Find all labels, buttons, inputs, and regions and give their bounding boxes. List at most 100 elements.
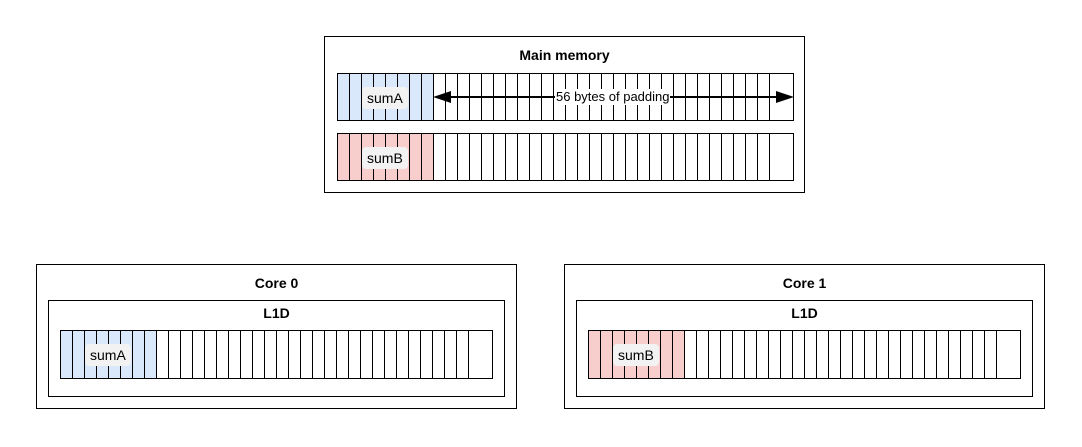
sumb-chip: sumB [362, 147, 408, 169]
padding-byte-cell [421, 331, 433, 378]
core-0-cache-line: sumA [60, 330, 493, 379]
padding-byte-cell [361, 331, 373, 378]
padding-byte-cell [626, 134, 638, 180]
core-1-title: Core 1 [782, 275, 827, 291]
padding-byte-cell [205, 331, 217, 378]
variable-byte-cell [673, 331, 685, 378]
variable-byte-cell [338, 134, 350, 180]
padding-byte-cell [770, 134, 782, 180]
padding-byte-cell [901, 331, 913, 378]
padding-byte-cell [769, 331, 781, 378]
padding-byte-cell [265, 331, 277, 378]
padding-byte-cell [650, 134, 662, 180]
padding-byte-cell [721, 331, 733, 378]
padding-byte-cell [733, 331, 745, 378]
padding-byte-cell [997, 331, 1009, 378]
padding-byte-cell [757, 331, 769, 378]
padding-byte-cell [985, 331, 997, 378]
core-1-box: Core 1 L1D sumB [564, 264, 1045, 409]
padding-byte-cell [373, 331, 385, 378]
variable-byte-cell [410, 74, 422, 120]
variable-byte-cell [601, 331, 613, 378]
core-0-l1d-title: L1D [263, 305, 290, 321]
padding-byte-cell [758, 134, 770, 180]
padding-byte-cell [446, 134, 458, 180]
padding-byte-cell [301, 331, 313, 378]
padding-byte-cell [745, 331, 757, 378]
padding-byte-cell [734, 134, 746, 180]
padding-byte-cell [217, 331, 229, 378]
variable-byte-cell [422, 134, 434, 180]
padding-byte-cell [686, 134, 698, 180]
padding-byte-cell [973, 331, 985, 378]
padding-byte-cell [662, 134, 674, 180]
padding-byte-cell [289, 331, 301, 378]
core-0-suma-chip: sumA [85, 344, 131, 366]
padding-byte-cell [877, 331, 889, 378]
padding-byte-cell [458, 134, 470, 180]
padding-byte-cell [937, 331, 949, 378]
core-1-l1d-box: L1D sumB [576, 300, 1033, 397]
padding-byte-cell [566, 134, 578, 180]
padding-byte-cell [829, 331, 841, 378]
padding-byte-cell [889, 331, 901, 378]
variable-byte-cell [338, 74, 350, 120]
variable-byte-cell [589, 331, 601, 378]
padding-byte-cell [469, 331, 481, 378]
padding-byte-cell [530, 134, 542, 180]
padding-byte-cell [397, 331, 409, 378]
padding-byte-cell [722, 134, 734, 180]
padding-byte-cell [470, 134, 482, 180]
padding-byte-cell [181, 331, 193, 378]
padding-byte-cell [385, 331, 397, 378]
padding-byte-cell [494, 134, 506, 180]
padding-byte-cell [793, 331, 805, 378]
padding-label: 56 bytes of padding [555, 89, 671, 105]
padding-byte-cell [482, 134, 494, 180]
padding-byte-cell [277, 331, 289, 378]
variable-byte-cell [410, 134, 422, 180]
padding-byte-cell [925, 331, 937, 378]
padding-byte-cell [325, 331, 337, 378]
padding-byte-cell [746, 134, 758, 180]
core-0-box: Core 0 L1D sumA [36, 264, 517, 409]
padding-byte-cell [169, 331, 181, 378]
padding-byte-cell [349, 331, 361, 378]
padding-byte-cell [961, 331, 973, 378]
variable-byte-cell [350, 134, 362, 180]
padding-byte-cell [602, 134, 614, 180]
variable-byte-cell [73, 331, 85, 378]
padding-byte-cell [781, 331, 793, 378]
padding-byte-cell [434, 134, 446, 180]
variable-byte-cell [133, 331, 145, 378]
padding-byte-cell [157, 331, 169, 378]
padding-byte-cell [409, 331, 421, 378]
core-1-cache-line: sumB [588, 330, 1021, 379]
padding-byte-cell [542, 134, 554, 180]
padding-byte-cell [841, 331, 853, 378]
memory-line-sumb: sumB [337, 133, 794, 181]
padding-byte-cell [805, 331, 817, 378]
padding-byte-cell [590, 134, 602, 180]
padding-byte-cell [685, 331, 697, 378]
padding-byte-cell [949, 331, 961, 378]
padding-byte-cell [193, 331, 205, 378]
padding-byte-cell [709, 331, 721, 378]
padding-byte-cell [253, 331, 265, 378]
padding-byte-cell [445, 331, 457, 378]
core-0-l1d-box: L1D sumA [48, 300, 505, 397]
padding-byte-cell [817, 331, 829, 378]
padding-byte-cell [913, 331, 925, 378]
variable-byte-cell [350, 74, 362, 120]
padding-byte-cell [229, 331, 241, 378]
variable-byte-cell [61, 331, 73, 378]
core-1-sumb-chip: sumB [613, 344, 659, 366]
padding-byte-cell [433, 331, 445, 378]
main-memory-title: Main memory [519, 47, 610, 63]
padding-byte-cell [313, 331, 325, 378]
padding-byte-cell [506, 134, 518, 180]
variable-byte-cell [145, 331, 157, 378]
padding-byte-cell [698, 134, 710, 180]
padding-byte-cell [554, 134, 566, 180]
padding-byte-cell [241, 331, 253, 378]
